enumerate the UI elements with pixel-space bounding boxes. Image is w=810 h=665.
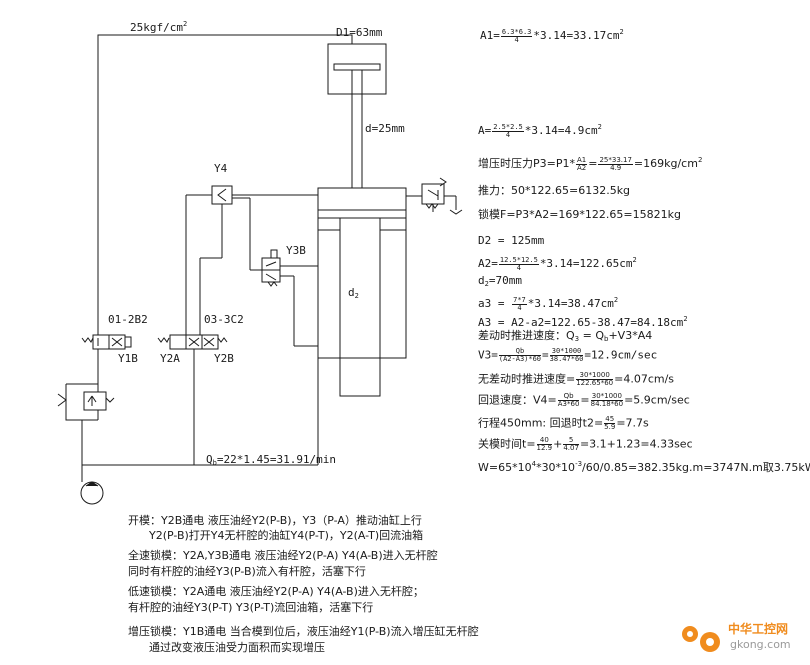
- valve-y3b: [261, 249, 318, 347]
- pump-flow-label: Qb=22*1.45=31.91/min: [206, 453, 337, 467]
- check-relief-left: [57, 372, 115, 465]
- calc-power: W=65*104*30*10-3/60/0.85=382.35kg.m=3747…: [478, 460, 810, 474]
- solenoid-y1b-label: Y1B: [118, 352, 138, 365]
- plunger-label: d2: [348, 286, 359, 300]
- calc-thrust: 推力：50*122.65=6132.5kg: [478, 184, 631, 197]
- calc-lock: 锁模F=P3*A2=169*122.65=15821kg: [478, 208, 681, 221]
- gear-icon: [682, 626, 720, 652]
- pressure-line: [97, 34, 353, 335]
- solenoid-y2a-label: Y2A: [160, 352, 180, 365]
- logo-cn-text: 中华工控网: [728, 622, 789, 636]
- calc-a3: A3 = A2-a2=122.65-38.47=84.18cm2: [478, 315, 688, 329]
- solenoid-y2b-label: Y2B: [214, 352, 234, 365]
- main-cylinder: [317, 187, 407, 397]
- note-fast-lock-2: 同时有杆腔的油经Y3(P-B)流入有杆腔，活塞下行: [128, 565, 366, 578]
- valve-03-3c2: [157, 334, 228, 465]
- note-open-2: Y2(P-B)打开Y4无杆腔的油缸Y4(P-T)，Y2(A-T)回流油箱: [128, 529, 424, 542]
- pump: [80, 358, 319, 505]
- check-valve-y4: [185, 185, 318, 335]
- note-boost-lock-1: 增压锁模：Y1B通电 当合模到位后，液压油经Y1(P-B)流入增压缸无杆腔: [128, 625, 479, 638]
- cylinder-d1-label: D1=63mm: [336, 26, 383, 39]
- gkong-logo: 中华工控网 gkong.com: [676, 612, 806, 662]
- note-open-1: 开模：Y2B通电 液压油经Y2(P-B)，Y3（P-A）推动油缸上行: [128, 514, 422, 527]
- note-fast-lock-1: 全速锁模：Y2A,Y3B通电 液压油经Y2(P-A) Y4(A-B)进入无杆腔: [128, 549, 438, 562]
- valve-03-label: 03-3C2: [204, 313, 244, 326]
- note-slow-lock-1: 低速锁模：Y2A通电 液压油经Y2(P-A) Y4(A-B)进入无杆腔；: [128, 585, 424, 598]
- relief-valve: [406, 177, 463, 215]
- valve-y3b-label: Y3B: [286, 244, 306, 257]
- rod-diameter-label: d=25mm: [365, 122, 405, 135]
- valve-y4-label: Y4: [214, 162, 228, 175]
- logo-en-text: gkong.com: [730, 638, 791, 651]
- calc-d2: D2 = 125mm: [478, 234, 545, 247]
- calc-diff-speed: 差动时推进速度：Q3 = Qb+V3*A4: [478, 329, 653, 343]
- valve-01-label: 01-2B2: [108, 313, 148, 326]
- calc-d2-small: d2=70mm: [478, 274, 522, 288]
- valve-01-2b2: [81, 334, 132, 372]
- note-slow-lock-2: 有杆腔的油经Y3(P-T) Y3(P-T)流回油箱，活塞下行: [128, 601, 374, 614]
- pressure-label: 25kgf/cm2: [130, 20, 188, 34]
- note-boost-lock-2: 通过改变液压油受力面积而实现增压: [128, 641, 325, 654]
- booster-cylinder: [327, 43, 387, 188]
